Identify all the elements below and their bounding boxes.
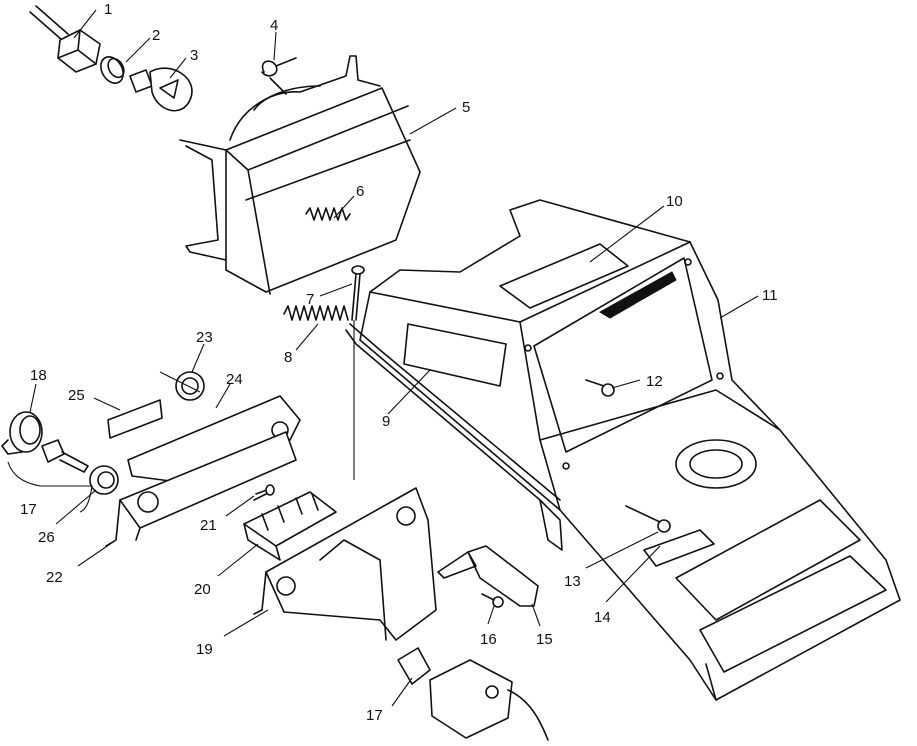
part-9-decal <box>403 323 507 387</box>
callout-17-left: 17 <box>20 501 37 518</box>
callout-2: 2 <box>152 27 160 44</box>
callout-14: 14 <box>594 609 611 626</box>
callout-4: 4 <box>270 17 278 34</box>
callout-16: 16 <box>480 631 497 648</box>
callout-26: 26 <box>38 529 55 546</box>
part-19-mount-bracket <box>253 487 437 641</box>
callout-7: 7 <box>306 291 314 308</box>
part-18-switch-knob <box>1 411 43 455</box>
callout-18: 18 <box>30 367 47 384</box>
part-20-switch-block <box>243 491 337 561</box>
part-15-switch <box>437 545 539 607</box>
part-12-screw <box>585 379 615 397</box>
callout-11: 11 <box>762 287 778 304</box>
part-13-screw <box>625 505 671 533</box>
part-17-key <box>41 439 89 473</box>
callout-12: 12 <box>646 373 663 390</box>
callout-9: 9 <box>382 413 390 430</box>
leader-lines <box>7 9 759 707</box>
callout-10: 10 <box>666 193 683 210</box>
callout-5: 5 <box>462 99 470 116</box>
callout-24: 24 <box>226 371 243 388</box>
part-2-retaining-ring <box>100 56 125 84</box>
part-10-decal <box>499 243 629 309</box>
callout-3: 3 <box>190 47 198 64</box>
part-21-pin <box>253 484 275 501</box>
callout-19: 19 <box>196 641 213 658</box>
part-11-hood-body <box>345 199 901 701</box>
part-25-decal <box>107 399 163 439</box>
part-8-spring <box>283 305 349 321</box>
part-17-connector <box>397 647 549 741</box>
callout-23: 23 <box>196 329 213 346</box>
part-23-grommet <box>175 371 205 401</box>
callout-13: 13 <box>564 573 581 590</box>
callout-labels: 1 2 3 4 5 6 7 8 9 10 11 12 13 14 15 16 1… <box>20 1 778 724</box>
part-7-screw <box>351 265 365 480</box>
part-14-decal <box>643 529 715 567</box>
part-5-headlight-housing <box>179 55 421 295</box>
part-6-spring <box>305 207 351 221</box>
callout-20: 20 <box>194 581 211 598</box>
callout-1: 1 <box>104 1 112 18</box>
callout-15: 15 <box>536 631 553 648</box>
callout-25: 25 <box>68 387 85 404</box>
callout-21: 21 <box>200 517 217 534</box>
part-1-bulb-connector <box>29 5 101 73</box>
part-26-grommet <box>89 465 119 495</box>
callout-17-lower: 17 <box>366 707 383 724</box>
callout-8: 8 <box>284 349 292 366</box>
part-16-screw <box>481 593 504 608</box>
part-3-bulb <box>129 67 193 112</box>
callout-6: 6 <box>356 183 364 200</box>
callout-22: 22 <box>46 569 63 586</box>
